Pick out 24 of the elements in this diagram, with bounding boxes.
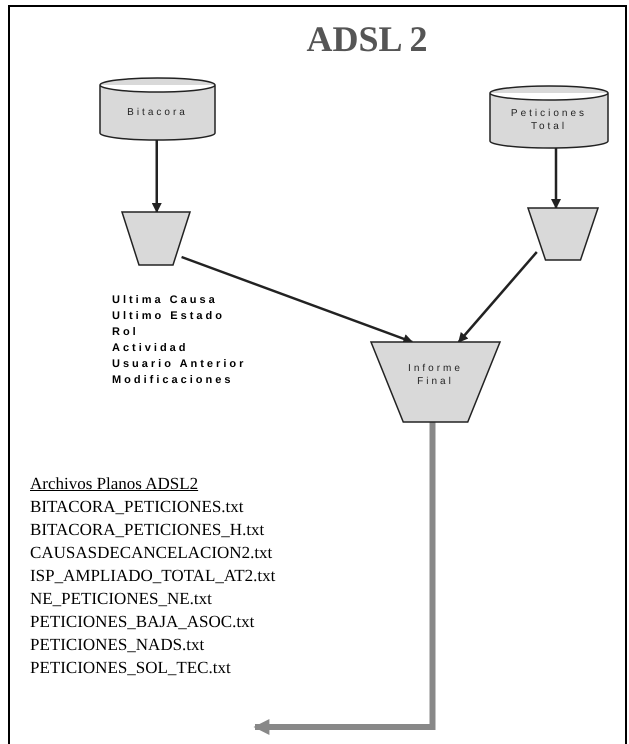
field-name: Actividad	[112, 342, 189, 354]
title: ADSL 2	[305, 18, 429, 60]
field-name: Rol	[112, 326, 139, 338]
arrow	[458, 251, 538, 343]
arrow	[253, 422, 436, 735]
file-name: PETICIONES_NADS.txt	[30, 635, 204, 655]
file-name: ISP_AMPLIADO_TOTAL_AT2.txt	[30, 566, 276, 586]
list-heading: Archivos Planos ADSL2	[30, 474, 198, 494]
file-name: BITACORA_PETICIONES_H.txt	[30, 520, 264, 540]
node-label: Informe Final	[407, 362, 464, 388]
node-label: Peticiones Total	[510, 107, 588, 133]
arrow	[181, 256, 414, 344]
arrow	[551, 148, 561, 209]
file-name: BITACORA_PETICIONES.txt	[30, 497, 244, 517]
file-name: NE_PETICIONES_NE.txt	[30, 589, 212, 609]
file-name: PETICIONES_BAJA_ASOC.txt	[30, 612, 254, 632]
field-name: Modificaciones	[112, 374, 234, 386]
file-name: PETICIONES_SOL_TEC.txt	[30, 658, 231, 678]
file-name: CAUSASDECANCELACION2.txt	[30, 543, 272, 563]
field-name: Ultima Causa	[112, 294, 218, 306]
field-name: Usuario Anterior	[112, 358, 246, 370]
arrow	[152, 140, 162, 213]
field-name: Ultimo Estado	[112, 310, 225, 322]
node-label: Bitacora	[127, 106, 188, 118]
